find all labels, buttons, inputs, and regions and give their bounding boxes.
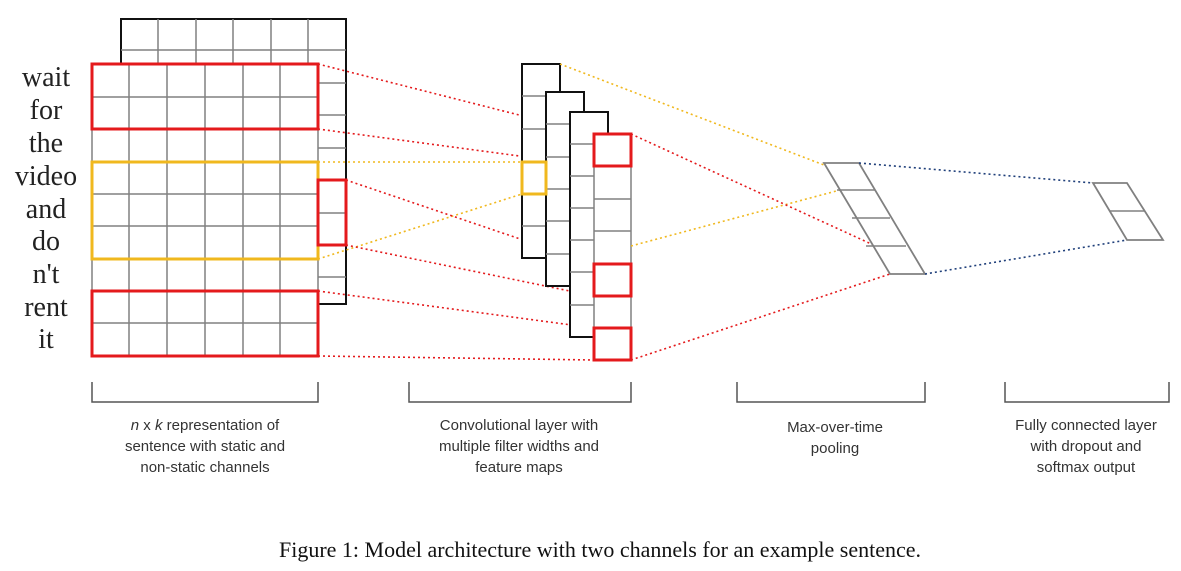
word-5: do (32, 226, 60, 257)
figure-caption: Figure 1: Model architecture with two ch… (279, 537, 921, 562)
section-braces (91, 382, 1170, 403)
word-6: n't (33, 259, 60, 290)
sentence-words: wait for the video and do n't rent it (15, 62, 77, 355)
label-representation-line2: sentence with static and (125, 438, 285, 455)
matrix-to-featuremap-connectors (317, 63, 595, 361)
word-0: wait (22, 62, 70, 93)
label-conv-line2: multiple filter widths and (439, 438, 599, 455)
feature-cell-yellow (520, 160, 548, 196)
feature-cell-red-top (592, 132, 633, 168)
brace-convolution (408, 382, 632, 403)
word-3: video (15, 161, 77, 192)
brace-fully-connected (1004, 382, 1170, 403)
featuremap-to-pooling-connectors (559, 63, 891, 361)
brace-representation (91, 382, 319, 403)
label-fc-line1: Fully connected layer (1015, 417, 1157, 434)
label-fc-line3: softmax output (1037, 459, 1136, 476)
feature-map-4 (592, 132, 633, 362)
front-channel-matrix (90, 62, 348, 358)
word-2: the (29, 128, 63, 159)
brace-pooling (736, 382, 926, 403)
label-pool-line1: Max-over-time (787, 419, 883, 436)
word-7: rent (24, 292, 68, 323)
label-representation-line3: non-static channels (140, 459, 269, 476)
pooling-to-fc-connectors (858, 162, 1128, 275)
label-pool-line2: pooling (811, 440, 859, 457)
filter-region-red-bottom (90, 289, 320, 358)
word-1: for (30, 95, 63, 126)
label-fc-line2: with dropout and (1030, 438, 1142, 455)
word-4: and (26, 194, 66, 225)
feature-cell-red-mid (592, 262, 633, 298)
fully-connected-layer (1091, 182, 1165, 241)
filter-region-red-back (316, 178, 348, 247)
feature-maps (520, 63, 633, 362)
pooling-layer (822, 162, 927, 275)
label-representation-line1: n x k representation of (131, 417, 280, 434)
label-conv-line3: feature maps (475, 459, 563, 476)
filter-region-red-top (90, 62, 320, 131)
section-labels: n x k representation of sentence with st… (125, 417, 1157, 476)
word-8: it (38, 324, 54, 355)
feature-cell-red-bottom (592, 326, 633, 362)
label-conv-line1: Convolutional layer with (440, 417, 598, 434)
